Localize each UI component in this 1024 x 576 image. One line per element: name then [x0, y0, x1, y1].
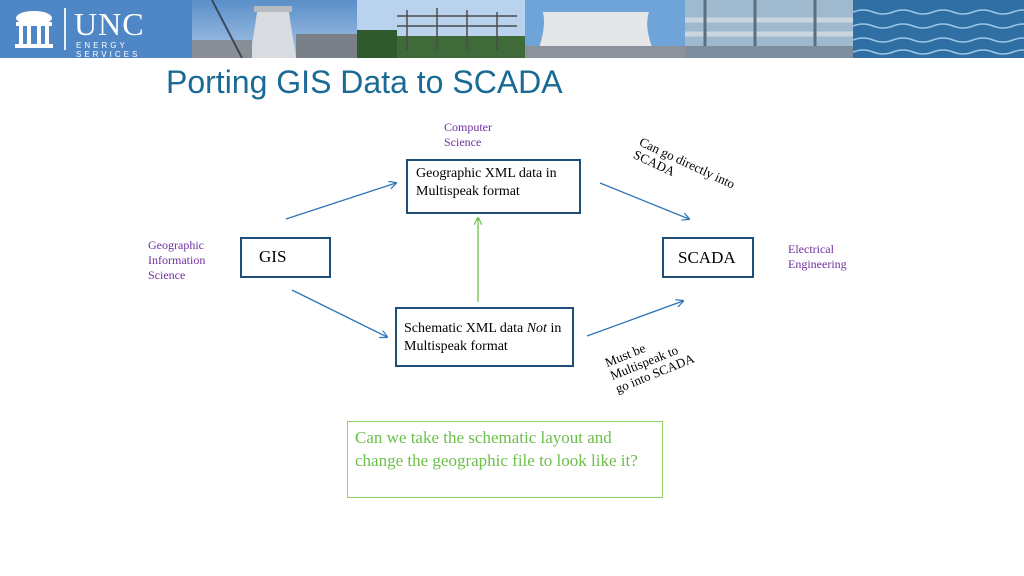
arrow-gis-to-schematic: [291, 289, 387, 337]
schematic-xml-label: Schematic XML data: [404, 321, 527, 336]
electrical-engineering-label: Electrical Engineering: [788, 242, 847, 271]
arrow-schematic-to-scada: [586, 301, 683, 337]
header-photo-pipes: [685, 0, 853, 58]
header-photo-cooling-tower: [525, 0, 685, 58]
gis-science-label: Geographic Information Science: [148, 238, 206, 282]
header-photo-water: [853, 0, 1024, 58]
schematic-xml-not: Not: [526, 321, 547, 336]
arrow-geo-to-scada: [599, 182, 689, 219]
logo-separator: [64, 8, 66, 50]
header-banner: UNC ENERGY SERVICES: [0, 0, 1024, 58]
logo-text: UNC: [74, 6, 145, 42]
gis-label: GIS: [259, 247, 287, 266]
logo-subtext: ENERGY SERVICES: [76, 41, 141, 58]
schematic-xml-label-rest: in Multispeak format: [404, 321, 562, 354]
schematic-xml-box: Schematic XML data Not in Multispeak for…: [395, 307, 574, 367]
computer-science-label: Computer Science: [444, 120, 492, 149]
arrow-gis-to-geo: [285, 183, 396, 220]
header-photo-tower: [192, 0, 357, 58]
scada-label: SCADA: [678, 248, 736, 267]
geographic-xml-label: Geographic XML data in Multispeak format: [416, 166, 557, 199]
question-box: Can we take the schematic layout and cha…: [347, 421, 663, 498]
header-photo-substation: [357, 0, 525, 58]
gis-box: GIS: [240, 237, 331, 278]
page-title: Porting GIS Data to SCADA: [166, 64, 563, 100]
geographic-xml-box: Geographic XML data in Multispeak format: [406, 159, 581, 214]
unc-logo: UNC ENERGY SERVICES: [0, 0, 192, 58]
scada-box: SCADA: [662, 237, 754, 278]
old-well-icon: [15, 11, 53, 48]
